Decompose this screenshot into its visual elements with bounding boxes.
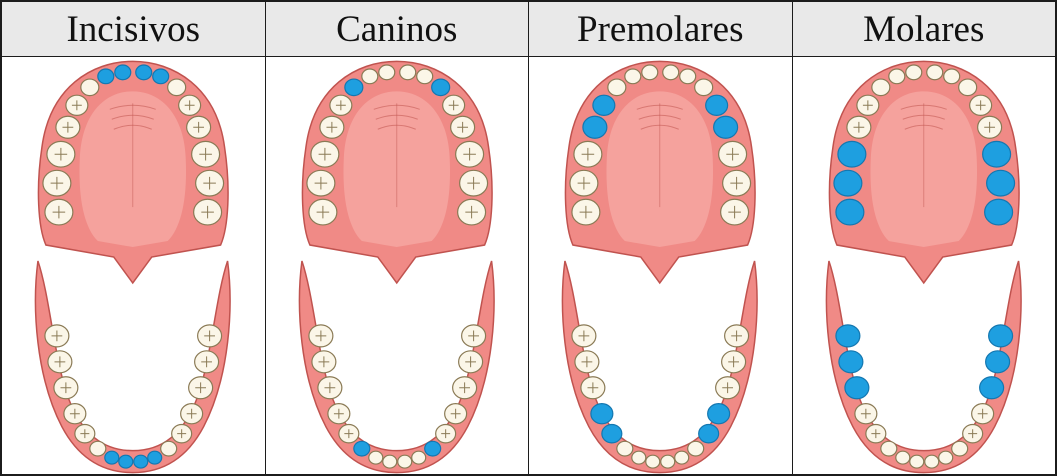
upper-molars-tooth [837, 141, 865, 167]
upper-incisors-tooth [943, 69, 959, 84]
upper-incisors-tooth [625, 69, 641, 84]
upper-incisors-tooth [399, 65, 415, 80]
header-incisors: Incisivos [2, 2, 265, 56]
lower-canines-tooth [951, 441, 967, 456]
upper-incisors-tooth [926, 65, 942, 80]
lower-incisors-tooth [119, 455, 133, 468]
lower-incisors-tooth [675, 451, 689, 464]
lower-incisors-tooth [661, 455, 675, 468]
upper-canines-tooth [431, 79, 449, 96]
header-molars: Molares [792, 2, 1056, 56]
lower-incisors-tooth [924, 455, 938, 468]
upper-molars-tooth [833, 170, 861, 196]
upper-incisors-tooth [905, 65, 921, 80]
upper-molars-tooth [986, 170, 1014, 196]
lower-premolars-tooth [591, 404, 613, 424]
upper-premolars-tooth [714, 116, 738, 138]
upper-molars-tooth [835, 199, 863, 225]
upper-incisors-tooth [378, 65, 394, 80]
lower-incisors-tooth [148, 451, 162, 464]
panel-incisors [2, 57, 265, 474]
lower-incisors-tooth [105, 451, 119, 464]
lower-molars-tooth [985, 351, 1009, 373]
upper-canines-tooth [958, 79, 976, 96]
dental-arch-premolars-illustration [529, 57, 792, 474]
upper-canines-tooth [871, 79, 889, 96]
lower-incisors-tooth [134, 455, 148, 468]
header-canines: Caninos [265, 2, 529, 56]
dental-arch-molars-illustration [793, 57, 1056, 474]
lower-incisors-tooth [895, 451, 909, 464]
upper-molars-tooth [984, 199, 1012, 225]
diagram-row [2, 57, 1055, 474]
upper-premolars-tooth [706, 95, 728, 115]
upper-incisors-tooth [361, 69, 377, 84]
lower-canines-tooth [161, 441, 177, 456]
lower-incisors-tooth [368, 451, 382, 464]
upper-incisors-tooth [642, 65, 658, 80]
lower-incisors-tooth [909, 455, 923, 468]
lower-premolars-tooth [602, 424, 622, 442]
lower-canines-tooth [353, 441, 369, 456]
upper-incisors-tooth [136, 65, 152, 80]
upper-canines-tooth [608, 79, 626, 96]
upper-premolars-tooth [583, 116, 607, 138]
header-row: Incisivos Caninos Premolares Molares [2, 2, 1055, 57]
lower-premolars-tooth [708, 404, 730, 424]
lower-incisors-tooth [646, 455, 660, 468]
panel-canines [265, 57, 529, 474]
panel-premolars [528, 57, 792, 474]
upper-canines-tooth [695, 79, 713, 96]
upper-premolars-tooth [593, 95, 615, 115]
lower-incisors-tooth [397, 455, 411, 468]
lower-molars-tooth [838, 351, 862, 373]
dental-arch-canines-illustration [266, 57, 529, 474]
lower-canines-tooth [880, 441, 896, 456]
lower-molars-tooth [835, 325, 859, 347]
dental-arch-incisors-illustration [2, 57, 265, 474]
lower-premolars-tooth [699, 424, 719, 442]
upper-incisors-tooth [153, 69, 169, 84]
lower-molars-tooth [979, 377, 1003, 399]
upper-incisors-tooth [416, 69, 432, 84]
header-premolars: Premolares [528, 2, 792, 56]
lower-canines-tooth [424, 441, 440, 456]
lower-incisors-tooth [632, 451, 646, 464]
lower-incisors-tooth [382, 455, 396, 468]
panel-molars [792, 57, 1056, 474]
lower-incisors-tooth [411, 451, 425, 464]
lower-canines-tooth [90, 441, 106, 456]
upper-incisors-tooth [98, 69, 114, 84]
lower-canines-tooth [688, 441, 704, 456]
upper-incisors-tooth [680, 69, 696, 84]
lower-canines-tooth [617, 441, 633, 456]
upper-canines-tooth [81, 79, 99, 96]
lower-molars-tooth [988, 325, 1012, 347]
upper-canines-tooth [168, 79, 186, 96]
upper-molars-tooth [982, 141, 1010, 167]
upper-canines-tooth [344, 79, 362, 96]
lower-incisors-tooth [938, 451, 952, 464]
upper-incisors-tooth [115, 65, 131, 80]
upper-incisors-tooth [888, 69, 904, 84]
upper-incisors-tooth [663, 65, 679, 80]
lower-molars-tooth [844, 377, 868, 399]
